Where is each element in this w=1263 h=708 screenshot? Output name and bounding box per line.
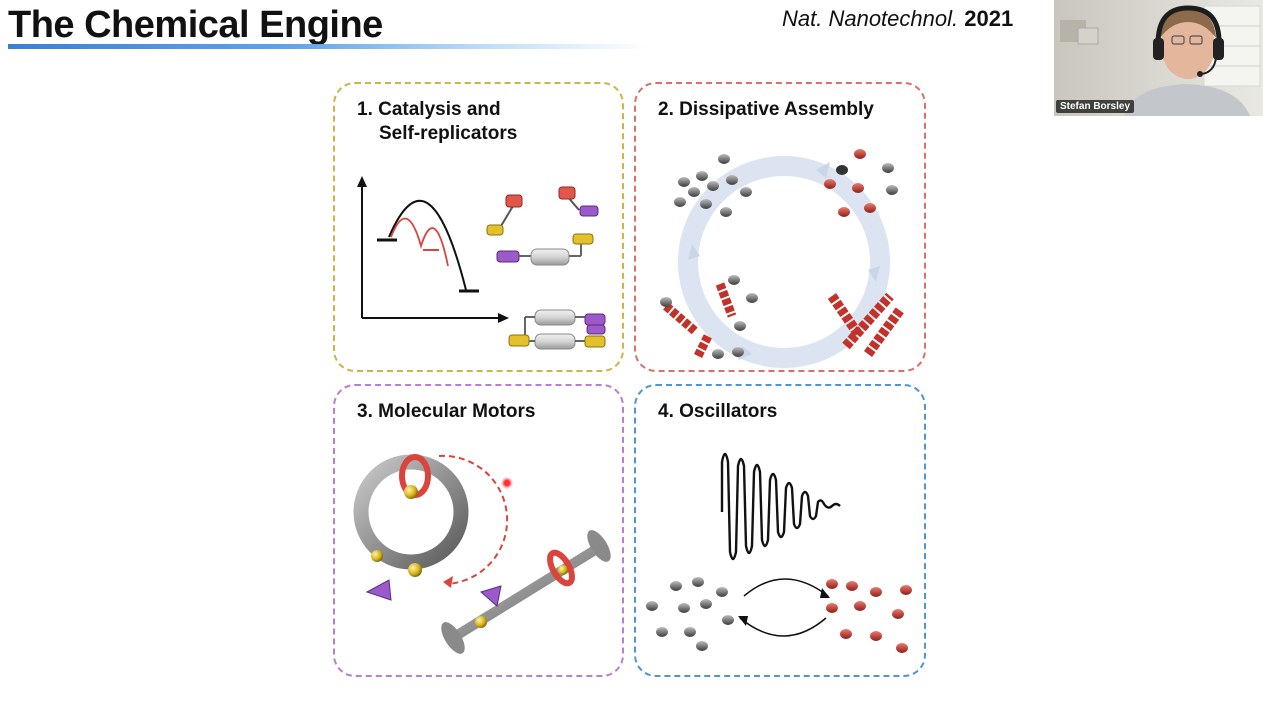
replicator-dimer: [508, 309, 606, 350]
panel-title: 1. Catalysis and Self-replicators: [357, 98, 517, 146]
panel-molecular-motors: 3. Molecular Motors: [333, 384, 624, 677]
oscillators-figure: [646, 452, 912, 653]
equilibrium-arrows: [738, 578, 830, 637]
replicator-fragment: [558, 186, 599, 217]
panel-title: 3. Molecular Motors: [357, 401, 536, 422]
dissipative-assembly-figure: [660, 149, 905, 368]
rotaxane-motor: [441, 530, 611, 654]
citation-year: 2021: [964, 6, 1014, 31]
panel-title-line: Self-replicators: [379, 123, 518, 144]
slide-title: The Chemical Engine: [8, 4, 383, 46]
activated-monomer-cluster: [824, 149, 898, 217]
molecular-motors-figure: [353, 454, 611, 654]
panel-title: 4. Oscillators: [658, 401, 778, 422]
citation: Nat. Nanotechnol. 2021: [782, 6, 1013, 32]
laser-pointer: [501, 477, 513, 489]
panel-title: 2. Dissipative Assembly: [658, 99, 874, 120]
cycle-ring: [678, 156, 890, 368]
monomer-cluster: [646, 577, 734, 651]
catalysis-figure: [357, 176, 606, 350]
replicator-template: [496, 233, 594, 266]
assembled-fibre: [827, 292, 905, 357]
webcam-video-tile[interactable]: Stefan Borsley: [1054, 0, 1263, 116]
activated-monomer-cluster: [826, 579, 912, 653]
catenane-motor: [353, 454, 509, 601]
panel-catalysis: 1. Catalysis and Self-replicators: [333, 82, 624, 372]
disassembling-fibre: [660, 275, 758, 359]
citation-journal: Nat. Nanotechnol.: [782, 6, 959, 31]
panel-title-line: 1. Catalysis and: [357, 99, 501, 120]
title-underline: [8, 44, 648, 49]
replicator-fragment: [486, 194, 523, 236]
panel-dissipative-assembly: 2. Dissipative Assembly: [634, 82, 926, 372]
participant-name-label: Stefan Borsley: [1056, 100, 1135, 113]
damped-oscillation-trace: [720, 452, 841, 561]
webcam-feed: [1054, 0, 1263, 116]
monomer-cluster: [674, 154, 752, 217]
energy-diagram: [357, 176, 509, 323]
panel-oscillators: 4. Oscillators: [634, 384, 926, 677]
